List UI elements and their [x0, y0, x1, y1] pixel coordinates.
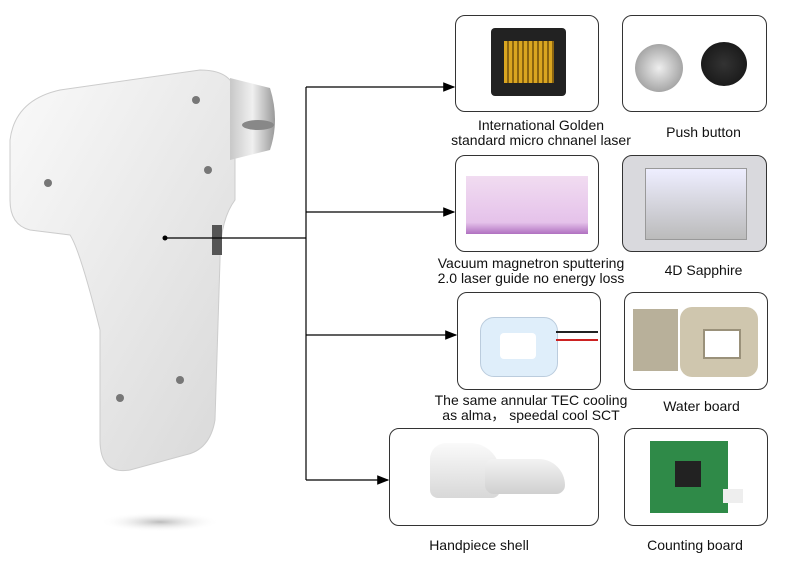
counting-board-image: [624, 428, 768, 526]
laser-image: [455, 15, 599, 112]
sapphire-label: 4D Sapphire: [664, 262, 743, 278]
shell-image: [389, 428, 599, 526]
tec-image: [457, 292, 601, 390]
handpiece-image: [9, 69, 275, 532]
connector-lines: [165, 82, 458, 485]
push-button-image: [622, 15, 767, 112]
shell-label: Handpiece shell: [429, 537, 529, 553]
light-guide-image: [455, 155, 599, 252]
water-board-label: Water board: [663, 398, 740, 414]
push-button-label: Push button: [666, 124, 741, 140]
sapphire-image: [622, 155, 767, 252]
water-board-image: [624, 292, 768, 390]
counting-board-label: Counting board: [647, 537, 743, 553]
